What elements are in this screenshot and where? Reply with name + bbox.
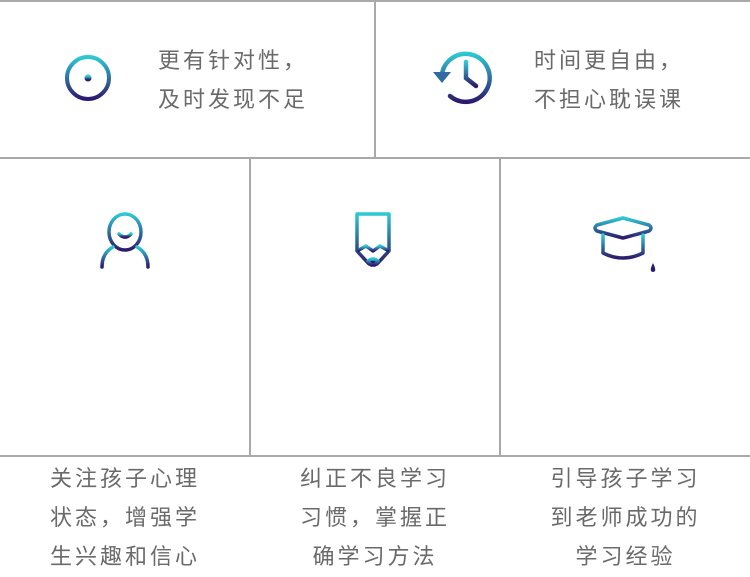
feature-line: 更有针对性， <box>158 49 309 74</box>
feature-line: 到老师成功的 <box>550 506 701 531</box>
feature-line: 状态，增强学 <box>49 506 200 531</box>
feature-card-habits: 纠正不良学习 习惯，掌握正 确学习方法 <box>251 158 499 570</box>
feature-card-flexible-time: 时间更自由， 不担心耽误课 <box>376 0 750 158</box>
top-vertical-divider <box>374 0 376 158</box>
user-icon <box>100 212 150 269</box>
feature-line: 及时发现不足 <box>158 88 309 113</box>
feature-text: 更有针对性， 及时发现不足 <box>158 42 308 120</box>
feature-line: 引导孩子学习 <box>550 467 701 492</box>
feature-text: 纠正不良学习 习惯，掌握正 确学习方法 <box>251 460 499 577</box>
feature-line: 习惯，掌握正 <box>299 506 450 531</box>
crosshair-icon <box>58 48 118 108</box>
feature-card-experience: 引导孩子学习 到老师成功的 学习经验 <box>501 158 750 570</box>
graduation-cap-icon <box>593 216 656 272</box>
bottom-vertical-divider-1 <box>249 158 251 456</box>
feature-line: 纠正不良学习 <box>299 467 450 492</box>
feature-text: 关注孩子心理 状态，增强学 生兴趣和信心 <box>0 460 250 577</box>
feature-line: 确学习方法 <box>312 545 438 570</box>
feature-line: 学习经验 <box>575 545 676 570</box>
feature-line: 生兴趣和信心 <box>49 545 200 570</box>
middle-divider <box>0 157 750 159</box>
bottom-border <box>0 455 750 457</box>
feature-text: 引导孩子学习 到老师成功的 学习经验 <box>501 460 750 577</box>
pencil-icon <box>355 212 391 267</box>
feature-line: 时间更自由， <box>534 49 685 74</box>
bottom-vertical-divider-2 <box>499 158 501 456</box>
feature-card-psychology: 关注孩子心理 状态，增强学 生兴趣和信心 <box>0 158 250 570</box>
feature-text: 时间更自由， 不担心耽误课 <box>534 42 684 120</box>
feature-line: 关注孩子心理 <box>49 467 200 492</box>
history-clock-icon <box>433 51 492 105</box>
feature-card-targeted: 更有针对性， 及时发现不足 <box>0 0 375 158</box>
feature-line: 不担心耽误课 <box>534 88 685 113</box>
